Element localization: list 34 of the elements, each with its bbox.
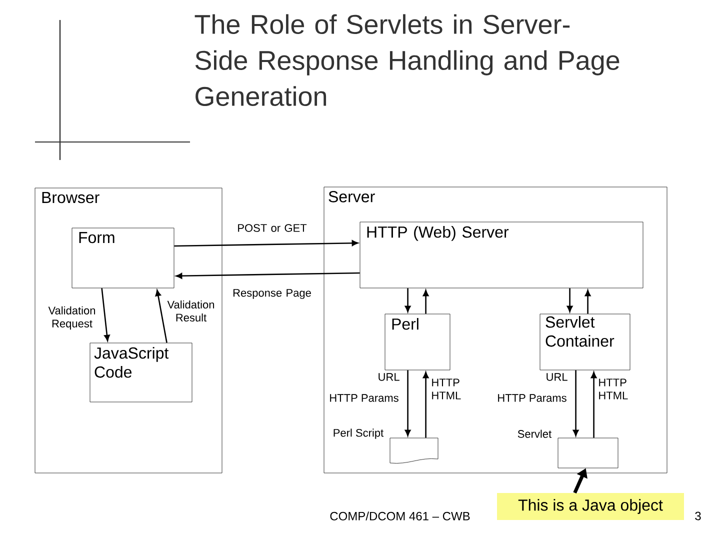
- arrow: [174, 240, 358, 247]
- arrow: [404, 370, 411, 436]
- object-box: Servlet: [518, 430, 618, 468]
- edge-label: HTTP HTML: [432, 378, 461, 400]
- arrow: [584, 290, 591, 314]
- annotation-label: URL: [546, 373, 568, 381]
- process-box: Perl: [384, 314, 450, 370]
- annotation-label: HTTP Params: [498, 394, 566, 402]
- process-box: Form: [72, 228, 174, 288]
- node-label: Servlet: [518, 430, 552, 438]
- annotation-label: HTTP Params: [330, 394, 398, 402]
- slide-title: The Role of Servlets in Server-Side Response Handling and Page Generation: [194, 14, 620, 106]
- edge-label: POST or GET: [238, 224, 307, 232]
- arrow: [422, 290, 429, 314]
- arrow: [101, 288, 110, 342]
- arrow: [566, 288, 573, 312]
- callout-box: This is a Java object: [497, 493, 684, 520]
- process-box: HTTP (Web) Server: [360, 222, 644, 288]
- node-label: Perl Script: [334, 428, 384, 439]
- edge-label: Validation Request: [48, 306, 96, 330]
- edge-label: Response Page: [233, 289, 311, 299]
- arrow: [404, 288, 411, 312]
- arrow: [176, 272, 360, 279]
- process-box: JavaScript Code: [90, 342, 192, 402]
- edge-label: Validation Result: [167, 300, 214, 322]
- edge-label: HTTP HTML: [599, 378, 628, 400]
- arrow: [155, 290, 168, 343]
- footer-text: COMP/DCOM 461 – CWB: [330, 512, 470, 520]
- arrow: [422, 372, 429, 438]
- annotation-label: URL: [378, 373, 400, 381]
- arrow: [590, 372, 597, 438]
- arrow: [572, 370, 579, 436]
- page-number: 3: [695, 512, 701, 520]
- process-box: Servlet Container: [540, 314, 630, 370]
